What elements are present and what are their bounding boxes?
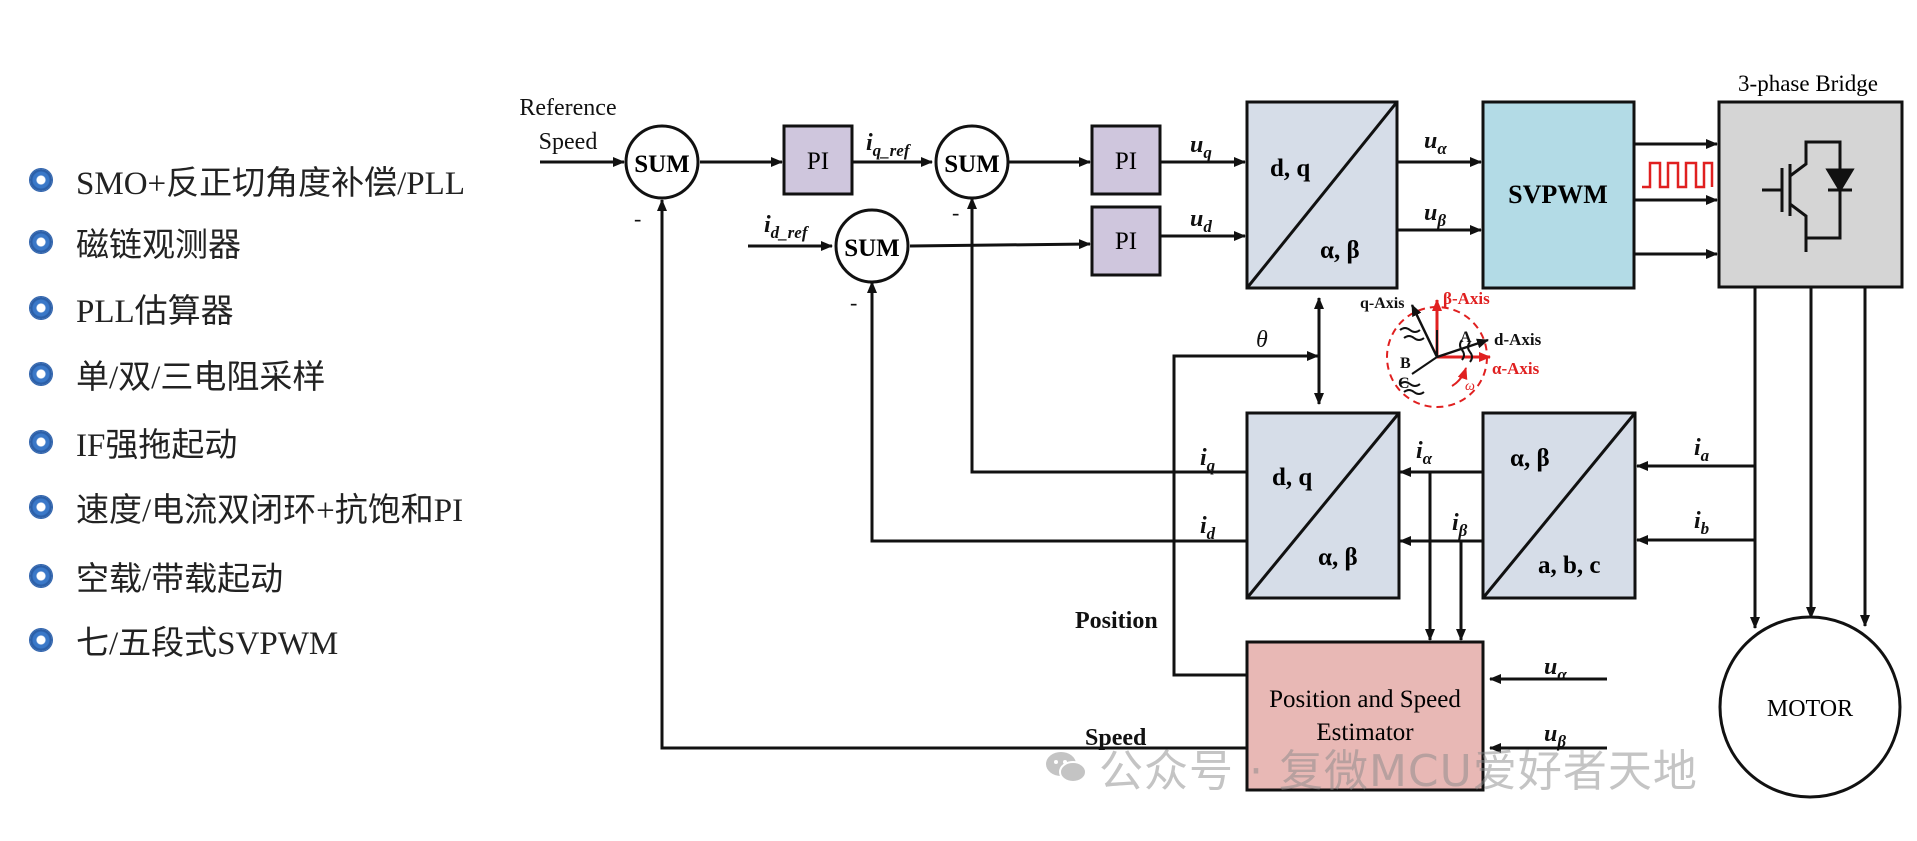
iq-ref-label: iq_ref xyxy=(866,130,912,160)
ud-label: ud xyxy=(1190,206,1212,236)
feature-label: IF强拖起动 xyxy=(76,428,238,464)
inverse-park-block: d, q α, β xyxy=(1245,100,1399,290)
feature-label: PLL估算器 xyxy=(76,294,234,330)
feature-item: 七/五段式SVPWM xyxy=(30,620,338,662)
pi-speed-block: PI xyxy=(782,124,854,196)
dq-axis-vector-diagram xyxy=(1386,299,1491,408)
feature-label: SMO+反正切角度补偿/PLL xyxy=(76,166,465,202)
minus-sign: - xyxy=(850,290,857,315)
sum-junction-iq: SUM xyxy=(934,124,1010,200)
svg-text:PI: PI xyxy=(807,148,829,175)
u-beta-label: uβ xyxy=(1424,200,1446,230)
ia-label: ia xyxy=(1694,435,1710,465)
minus-sign: - xyxy=(634,206,641,231)
sum-junction-id: SUM xyxy=(834,208,910,284)
bridge-title: 3-phase Bridge xyxy=(1738,71,1878,96)
watermark-text: 公众号 · 复微MCU爱好者天地 xyxy=(1099,746,1698,797)
i-alpha-label: iα xyxy=(1416,438,1433,468)
clarke-block: α, β a, b, c xyxy=(1481,411,1637,600)
phase-c-label: C xyxy=(1398,375,1410,392)
u-alpha-label: uα xyxy=(1424,128,1447,158)
reference-speed-label: Reference xyxy=(519,95,616,121)
circle-bullet-icon xyxy=(30,496,52,518)
circle-bullet-icon xyxy=(30,431,52,453)
park-block: d, q α, β xyxy=(1245,411,1401,600)
feature-item: SMO+反正切角度补偿/PLL xyxy=(30,160,465,202)
watermark: 公众号 · 复微MCU爱好者天地 xyxy=(1045,735,1698,799)
phase-b-label: B xyxy=(1400,355,1411,372)
id-ref-label: id_ref xyxy=(764,212,810,242)
svg-text:α, β: α, β xyxy=(1510,445,1550,472)
igbt-transistor-icon xyxy=(1762,140,1855,252)
svg-text:d, q: d, q xyxy=(1272,464,1312,491)
svg-text:α, β: α, β xyxy=(1320,237,1360,264)
id-label: id xyxy=(1200,513,1216,543)
phase-a-label: A xyxy=(1460,329,1472,346)
feature-item: 速度/电流双闭环+抗饱和PI xyxy=(30,487,463,529)
svg-text:Position and Speed: Position and Speed xyxy=(1269,686,1461,713)
circle-bullet-icon xyxy=(30,363,52,385)
feature-item: 单/双/三电阻采样 xyxy=(30,354,325,396)
circle-bullet-icon xyxy=(30,297,52,319)
sum-junction-speed: SUM xyxy=(624,124,700,200)
svg-text:SVPWM: SVPWM xyxy=(1508,180,1608,209)
pi-iq-block: PI xyxy=(1090,124,1162,196)
three-phase-bridge-block xyxy=(1717,100,1904,289)
estimator-u-alpha-label: uα xyxy=(1544,654,1567,684)
beta-axis-label: β-Axis xyxy=(1443,289,1490,308)
omega-label: ω xyxy=(1465,379,1475,394)
feature-item: IF强拖起动 xyxy=(30,422,237,464)
wechat-icon xyxy=(1046,752,1087,783)
uq-label: uq xyxy=(1190,132,1212,162)
svg-text:PI: PI xyxy=(1115,228,1137,255)
feature-label: 空载/带载起动 xyxy=(76,562,284,598)
pi-id-block: PI xyxy=(1090,205,1162,277)
ib-label: ib xyxy=(1694,508,1709,538)
svpwm-block: SVPWM xyxy=(1481,100,1636,290)
motor: MOTOR xyxy=(1718,615,1902,799)
q-axis-label: q-Axis xyxy=(1360,295,1404,312)
feature-label: 单/双/三电阻采样 xyxy=(76,360,326,396)
circle-bullet-icon xyxy=(30,169,52,191)
speed-label: Speed xyxy=(1085,725,1147,751)
i-beta-label: iβ xyxy=(1452,510,1468,540)
circle-bullet-icon xyxy=(30,629,52,651)
circle-bullet-icon xyxy=(30,231,52,253)
feature-label: 磁链观测器 xyxy=(76,228,241,264)
svg-text:MOTOR: MOTOR xyxy=(1767,696,1853,722)
feature-item: 空载/带载起动 xyxy=(30,556,283,598)
feature-label: 速度/电流双闭环+抗饱和PI xyxy=(76,493,464,529)
svg-text:d, q: d, q xyxy=(1270,155,1310,182)
alpha-axis-label: α-Axis xyxy=(1492,359,1540,378)
svg-text:α, β: α, β xyxy=(1318,544,1358,571)
feature-label: 七/五段式SVPWM xyxy=(76,626,339,662)
svg-text:SUM: SUM xyxy=(634,151,690,178)
theta-label: θ xyxy=(1256,327,1268,353)
d-axis-label: d-Axis xyxy=(1494,330,1542,349)
pwm-waveform-icon xyxy=(1642,161,1714,189)
minus-sign: - xyxy=(952,200,959,225)
iq-label: iq xyxy=(1200,445,1216,475)
position-label: Position xyxy=(1075,608,1158,634)
svg-text:SUM: SUM xyxy=(844,235,900,262)
reference-speed-label: Speed xyxy=(539,129,598,155)
svg-text:PI: PI xyxy=(1115,148,1137,175)
svg-text:Estimator: Estimator xyxy=(1316,719,1414,746)
feature-item: PLL估算器 xyxy=(30,288,234,330)
position-speed-estimator-block: Position and Speed Estimator xyxy=(1245,640,1485,792)
svg-text:SUM: SUM xyxy=(944,151,1000,178)
svg-text:a, b, c: a, b, c xyxy=(1538,552,1601,579)
feature-item: 磁链观测器 xyxy=(30,222,241,264)
circle-bullet-icon xyxy=(30,565,52,587)
estimator-u-beta-label: uβ xyxy=(1544,721,1566,751)
